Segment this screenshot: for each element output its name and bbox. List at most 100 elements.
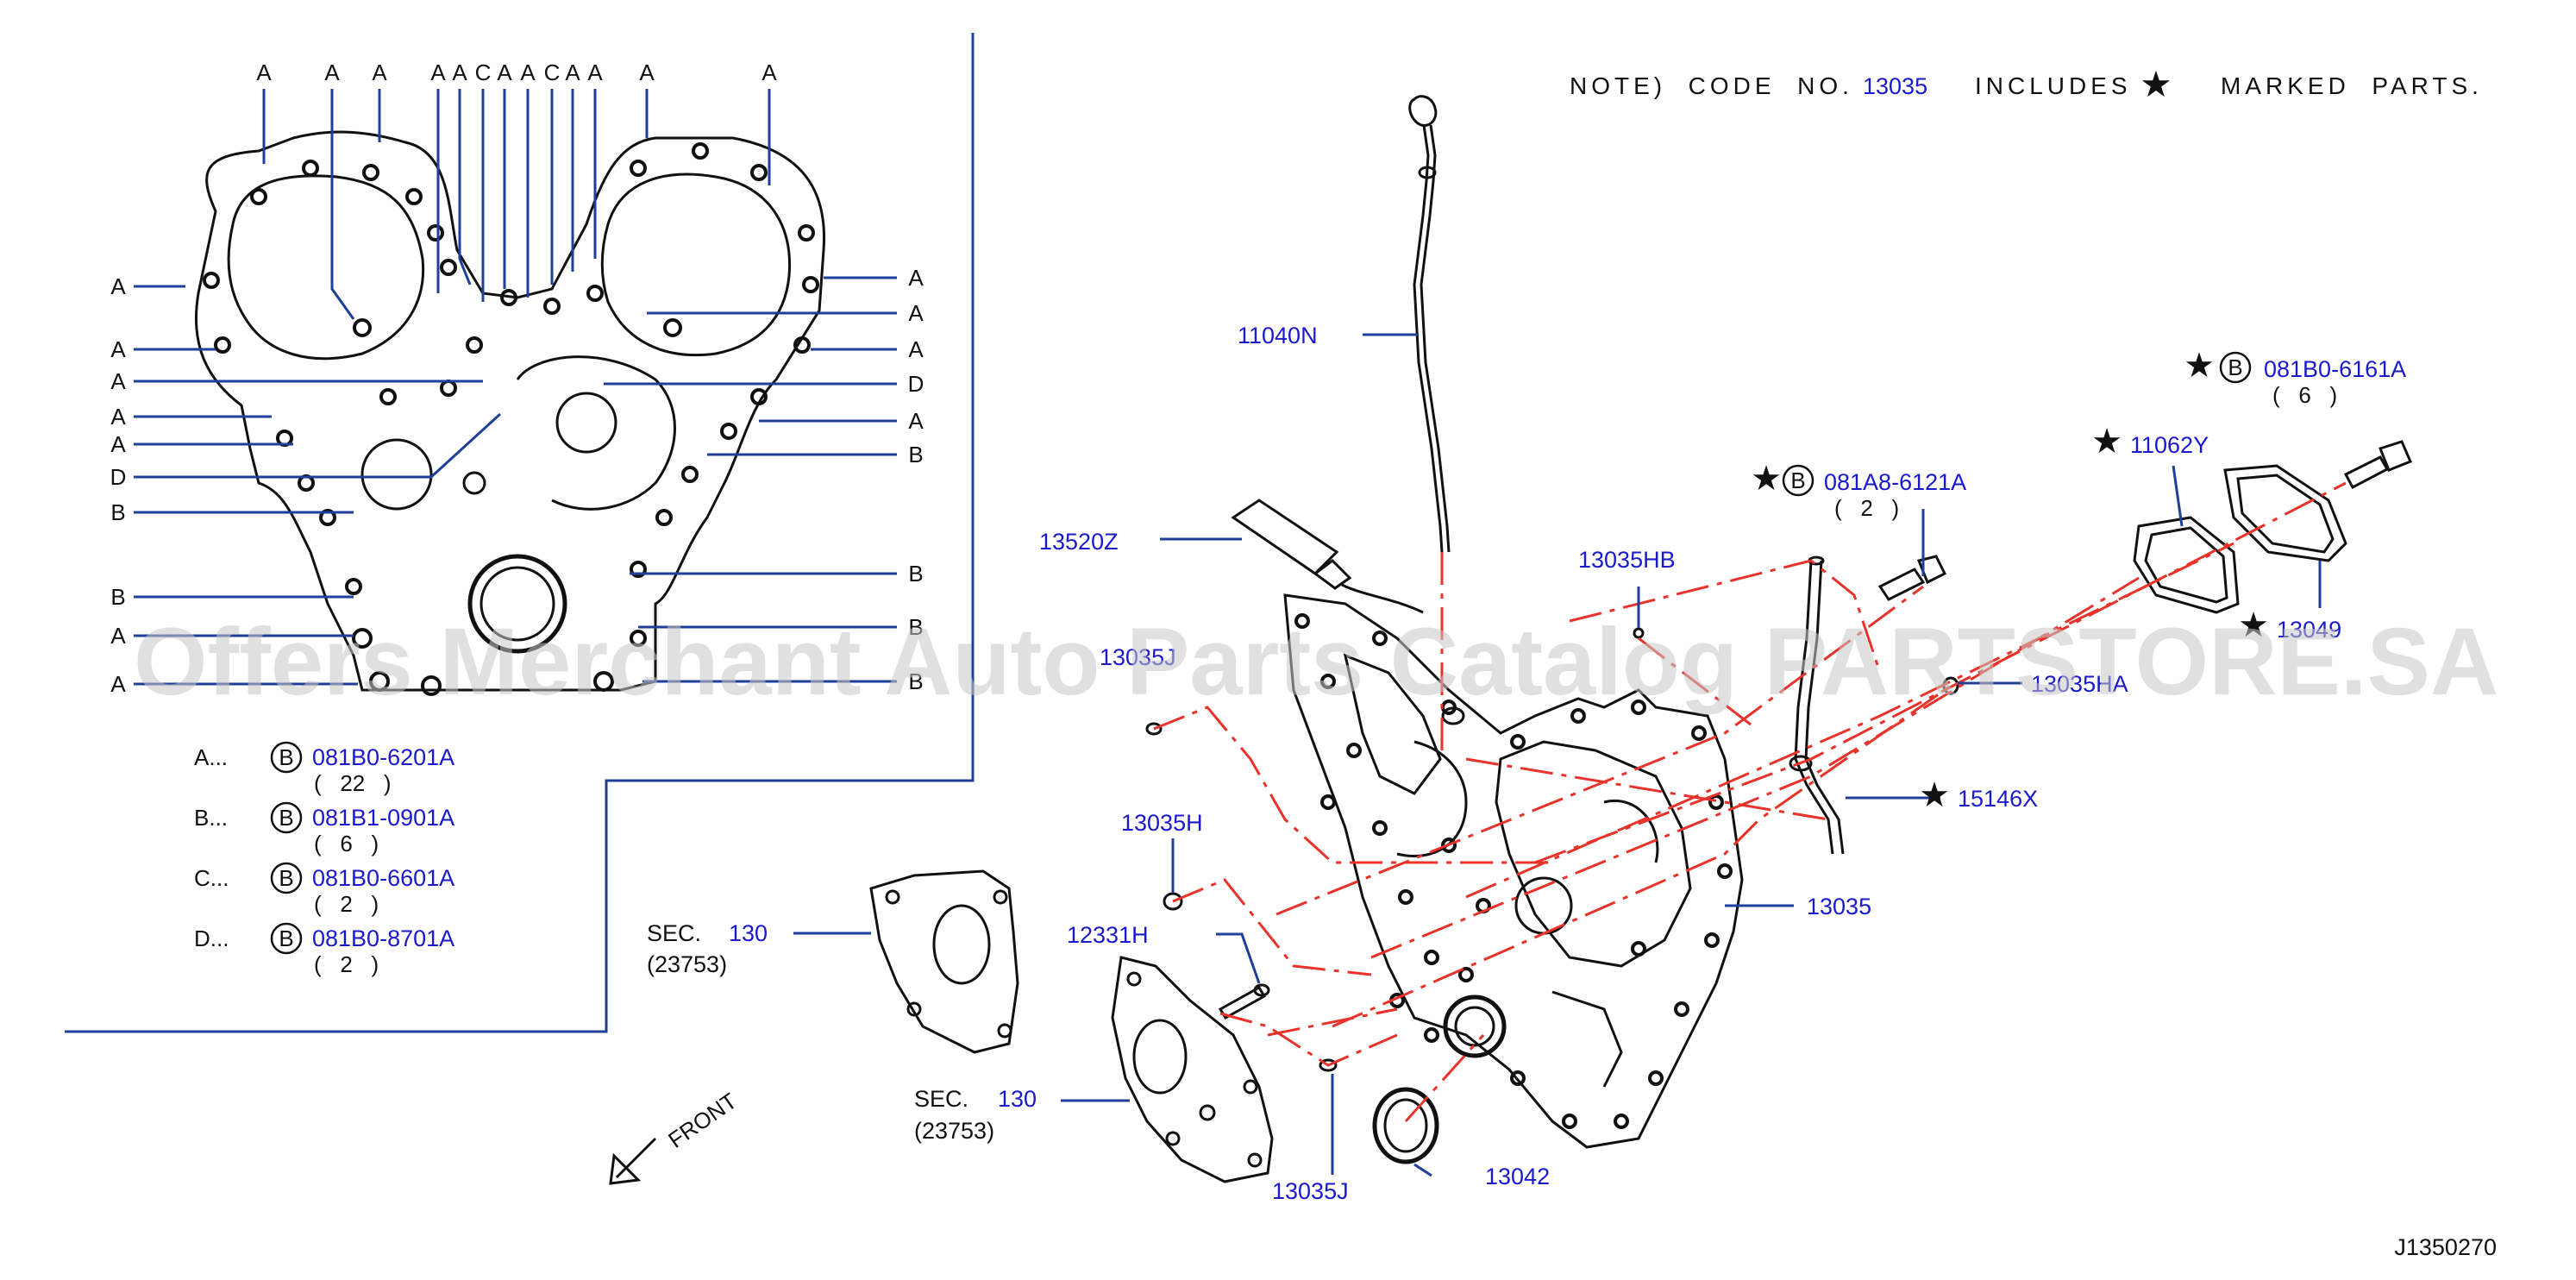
note-suffix: MARKED PARTS. <box>2221 72 2483 99</box>
legend-row-c: C... B 081B0-6601A ( 2 ) <box>194 862 454 917</box>
circle-b-symbol <box>270 862 303 894</box>
legend-part-number: 081B0-8701A <box>312 925 454 951</box>
circle-b-letter: B <box>279 865 293 891</box>
circle-b-letter: B <box>279 805 293 831</box>
inset-letter: A <box>520 60 536 85</box>
marker-symbols: ★ B ★ B ★ ★ ★ <box>1751 346 2269 815</box>
sec-ref-lower: SEC. 130 (23753) <box>914 1086 1130 1144</box>
inset-letter: A <box>908 300 924 326</box>
inset-letter: A <box>110 368 126 394</box>
inset-letter: A <box>110 404 126 430</box>
star-icon: ★ <box>2140 63 2172 105</box>
circle-b-letter: B <box>279 744 293 770</box>
star-icon: ★ <box>2091 422 2122 461</box>
sec-ref-upper: SEC. 130 (23753) <box>647 920 871 977</box>
legend-part-number: 081B1-0901A <box>312 805 454 831</box>
circle-b-symbol <box>270 801 303 834</box>
circle-b-symbol <box>270 741 303 774</box>
legend-part-number: 081B0-6601A <box>312 865 454 891</box>
back-plate-lower <box>1111 956 1274 1183</box>
legend-row-d: D... B 081B0-8701A ( 2 ) <box>194 922 454 977</box>
inset-letter: B <box>110 499 125 525</box>
part-label-081b0-6161a: 081B0-6161A <box>2264 356 2406 382</box>
sec-number: 130 <box>998 1086 1037 1112</box>
sec-sub: (23753) <box>914 1118 994 1144</box>
legend-quantity: ( 6 ) <box>314 831 379 856</box>
inset-letter: A <box>565 60 580 85</box>
legend-letter: B... <box>194 805 228 831</box>
bolt-081b0-6161a <box>2343 440 2412 490</box>
star-icon: ★ <box>2238 605 2269 645</box>
front-arrow: FRONT <box>609 1088 742 1185</box>
inset-frame <box>65 33 975 1033</box>
circle-b-symbol <box>2219 351 2252 384</box>
oil-tube <box>1789 555 1845 855</box>
circle-b-letter: B <box>1790 467 1805 493</box>
legend-row-b: B... B 081B1-0901A ( 6 ) <box>194 801 454 856</box>
part-label-12331h: 12331H <box>1067 922 1149 948</box>
circle-b-symbol <box>270 922 303 955</box>
inset-left-letters: A A A A A D B B A A <box>110 273 127 697</box>
legend-letter: C... <box>194 865 229 891</box>
sec-label: SEC. <box>914 1086 968 1112</box>
qty-081b0-6161a: ( 6 ) <box>2272 382 2337 408</box>
inset-leaders <box>134 89 897 686</box>
inset-letter: B <box>908 442 923 467</box>
inset-letter: D <box>908 371 924 397</box>
circle-b-symbol <box>1782 464 1814 497</box>
inset-letter: A <box>908 336 924 362</box>
part-label-13035ha: 13035HA <box>2031 671 2128 697</box>
legend-part-number: 081B0-6201A <box>312 744 454 770</box>
part-label-13042: 13042 <box>1485 1164 1550 1189</box>
back-plate-upper <box>869 869 1019 1054</box>
star-icon: ★ <box>2184 346 2215 386</box>
watermark: Offers Merchant Auto Parts Catalog PARTS… <box>134 609 2498 715</box>
inset-letter: A <box>452 60 467 85</box>
sec-sub: (23753) <box>647 951 727 977</box>
legend-quantity: ( 2 ) <box>314 891 379 917</box>
part-label-13035h: 13035H <box>1121 810 1203 836</box>
part-labels: 11040N 13520Z 13035J 13035H 12331H 13035… <box>1039 323 2406 1204</box>
inset-letter: A <box>762 60 777 85</box>
part-label-081a8-6121a: 081A8-6121A <box>1824 469 1966 495</box>
inset-letter: A <box>256 60 272 85</box>
inset-letter: A <box>372 60 387 85</box>
legend-row-a: A... B 081B0-6201A ( 22 ) <box>194 741 454 796</box>
inset-letter: A <box>110 273 126 299</box>
legend-quantity: ( 22 ) <box>314 770 392 796</box>
part-label-13035: 13035 <box>1807 894 1871 919</box>
circle-b-letter: B <box>2228 355 2242 380</box>
inset-cover-drawing <box>194 130 826 696</box>
note-code: 13035 <box>1863 73 1927 99</box>
inset-letter: C <box>475 60 492 85</box>
sealant-tube <box>1231 499 1424 614</box>
stud-12331h <box>1218 983 1270 1020</box>
legend-letter: A... <box>194 744 228 770</box>
star-icon: ★ <box>1919 775 1950 815</box>
inset-letter: A <box>497 60 512 85</box>
sec-label: SEC. <box>647 920 701 946</box>
part-label-13035hb: 13035HB <box>1578 547 1676 573</box>
inset-letter: A <box>430 60 446 85</box>
star-icon: ★ <box>1751 459 1782 499</box>
inset-letter: A <box>324 60 340 85</box>
inset-letter: A <box>110 336 126 362</box>
inset-letter: A <box>110 671 126 697</box>
note-prefix: NOTE) CODE NO. <box>1570 72 1853 99</box>
inset-letter: D <box>110 464 127 490</box>
sec-number: 130 <box>729 920 768 946</box>
oil-seal <box>1372 1087 1439 1164</box>
part-quantities: ( 2 ) ( 6 ) <box>1834 382 2337 521</box>
part-label-13520z: 13520Z <box>1039 529 1119 555</box>
inset-letter: A <box>639 60 655 85</box>
inset-letter: B <box>110 584 125 610</box>
part-leaders <box>1160 333 2322 1177</box>
header-note: NOTE) CODE NO. 13035 INCLUDES ★ MARKED P… <box>1570 63 2483 105</box>
bolt-081a8 <box>1877 555 1947 601</box>
part-label-13035j-top: 13035J <box>1100 644 1176 670</box>
dipstick <box>1408 95 1451 553</box>
part-label-15146x: 15146X <box>1958 786 2038 812</box>
qty-081a8: ( 2 ) <box>1834 495 1899 521</box>
front-label: FRONT <box>663 1088 742 1153</box>
